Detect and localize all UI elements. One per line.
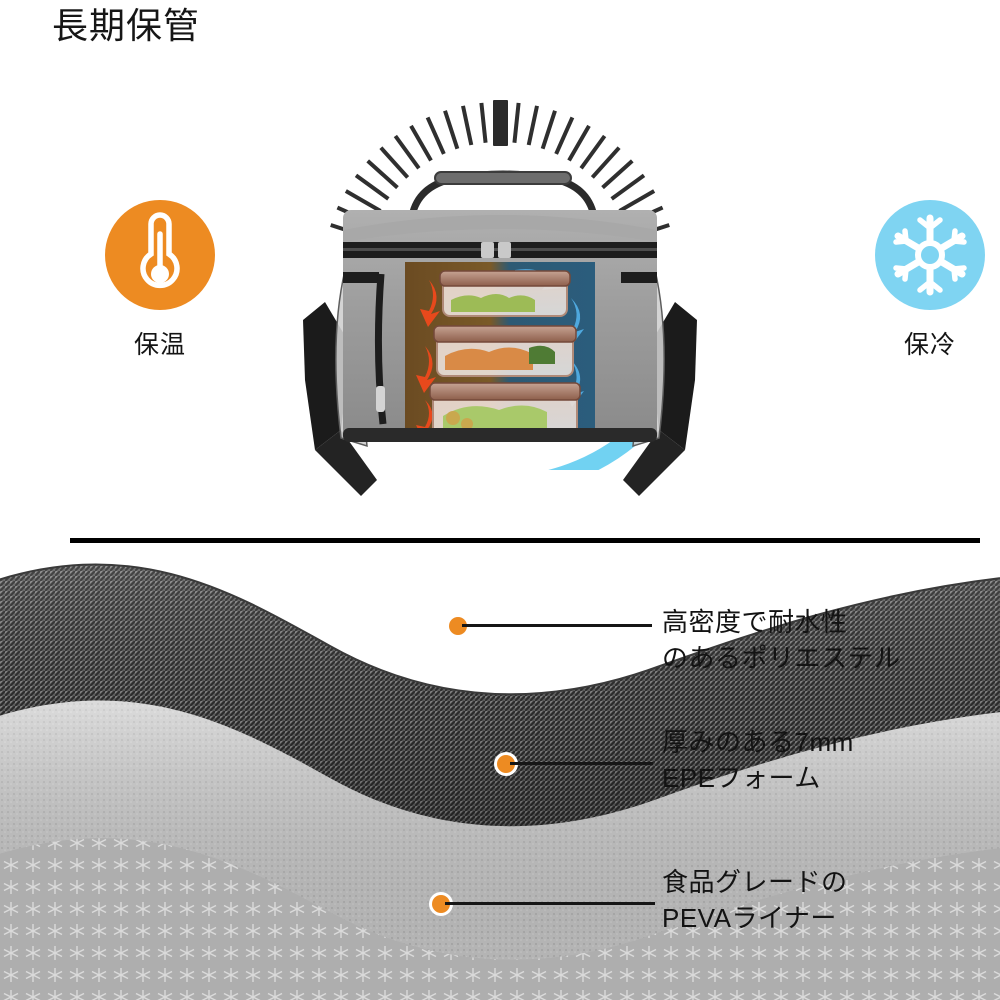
temperature-gauge xyxy=(270,50,730,470)
callout-line-peva xyxy=(445,902,655,905)
callout-line-polyester xyxy=(462,624,652,627)
callout-dot-polyester xyxy=(449,617,467,635)
material-layers-diagram xyxy=(0,546,1000,1000)
bag-zipper xyxy=(343,242,657,258)
food-container-middle xyxy=(433,325,577,377)
warm-badge-circle xyxy=(105,200,215,310)
front-pocket-zipper xyxy=(374,273,387,425)
gauge-ticks xyxy=(330,102,670,240)
callout-dot-peva xyxy=(432,895,450,913)
gauge-indicator xyxy=(493,100,508,146)
callout-peva-line1: 食品グレードの xyxy=(662,867,848,897)
feature-keep-cool: 保冷 xyxy=(840,200,1000,360)
callout-polyester-line1: 高密度で耐水性 xyxy=(662,607,848,637)
top-panel: 保温 xyxy=(70,50,1000,520)
food-container-bottom xyxy=(429,382,581,439)
bag-base xyxy=(343,428,657,442)
callout-peva-line2: PEVAライナー xyxy=(662,903,837,933)
callout-peva: 食品グレードの PEVAライナー xyxy=(662,864,848,936)
outer-fabric-layer xyxy=(0,563,1000,827)
interior-cutaway xyxy=(405,262,595,440)
callout-foam-line1: 厚みのある7mm xyxy=(662,727,854,757)
feature-keep-warm: 保温 xyxy=(70,200,250,360)
warm-label: 保温 xyxy=(133,331,186,359)
callout-polyester: 高密度で耐水性 のあるポリエステル xyxy=(662,604,901,676)
section-divider xyxy=(70,538,980,543)
callout-line-foam xyxy=(510,762,653,765)
callout-polyester-line2: のあるポリエステル xyxy=(662,643,901,673)
thermometer-icon xyxy=(140,212,180,289)
bag-handle xyxy=(409,170,597,216)
callout-foam-line2: EPEフォーム xyxy=(662,763,821,793)
bag-lid xyxy=(343,215,657,242)
callout-dot-foam xyxy=(497,755,515,773)
cool-label: 保冷 xyxy=(903,331,956,359)
insulated-lunch-bag xyxy=(285,150,715,520)
callout-foam: 厚みのある7mm EPEフォーム xyxy=(662,724,854,796)
food-container-top xyxy=(439,270,571,317)
page-title: 長期保管 xyxy=(52,5,201,46)
cool-badge-circle xyxy=(875,200,985,310)
webbing-left xyxy=(343,272,379,283)
webbing-right xyxy=(621,272,657,283)
